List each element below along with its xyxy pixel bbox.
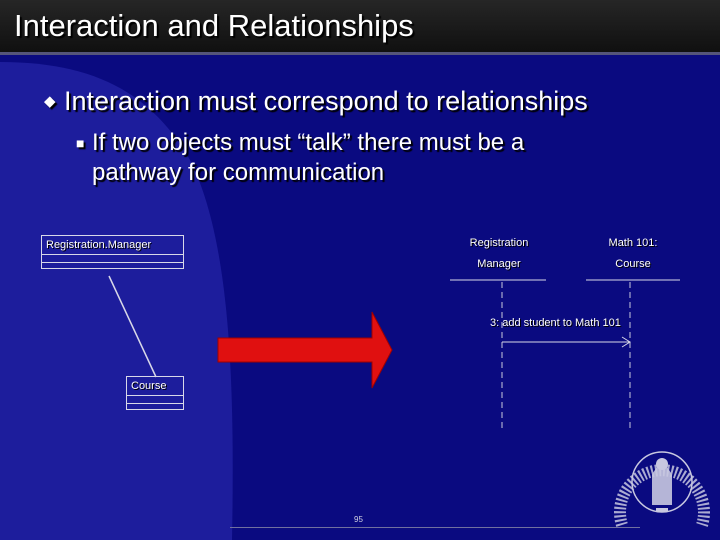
class-operations-compartment: [127, 403, 183, 409]
object2-name-line1: Math 101:: [608, 237, 658, 249]
page-number: 95: [354, 515, 363, 524]
square-bullet-icon: ■: [76, 135, 85, 151]
class-operations-compartment: [42, 262, 183, 268]
message-label: 3: add student to Math 101: [490, 317, 621, 329]
bullet-level2: ■ If two objects must “talk” there must …: [76, 128, 676, 188]
diamond-bullet-icon: ◆: [44, 93, 56, 110]
slide-title: Interaction and Relationships: [14, 8, 414, 43]
message-arrowhead: [621, 336, 631, 348]
registration-manager-object: Registration Manager: [452, 237, 546, 270]
class-attributes-compartment: [42, 254, 183, 262]
registration-manager-class-name: Registration.Manager: [46, 239, 152, 251]
bullet-level1-text: Interaction must correspond to relations…: [64, 86, 588, 116]
title-bar: Interaction and Relationships: [0, 0, 720, 52]
association-line: [108, 275, 157, 378]
bullet-level1: ◆ Interaction must correspond to relation…: [44, 86, 588, 117]
object1-name-line1: Registration: [469, 237, 529, 249]
registration-manager-class: Registration.Manager: [41, 235, 184, 269]
bullet-level2-line2: pathway for communication: [92, 159, 385, 186]
object1-name-line2: Manager: [477, 258, 521, 270]
university-seal-logo: [614, 451, 710, 527]
math101-course-object: Math 101: Course: [586, 237, 680, 270]
footer-divider: [230, 527, 640, 528]
bullet-level2-line1: If two objects must “talk” there must be…: [92, 129, 525, 156]
red-arrow: [217, 311, 393, 389]
title-divider: [0, 52, 720, 55]
object2-name-line2: Course: [615, 258, 651, 270]
class-attributes-compartment: [127, 395, 183, 403]
course-class-name: Course: [131, 380, 167, 392]
